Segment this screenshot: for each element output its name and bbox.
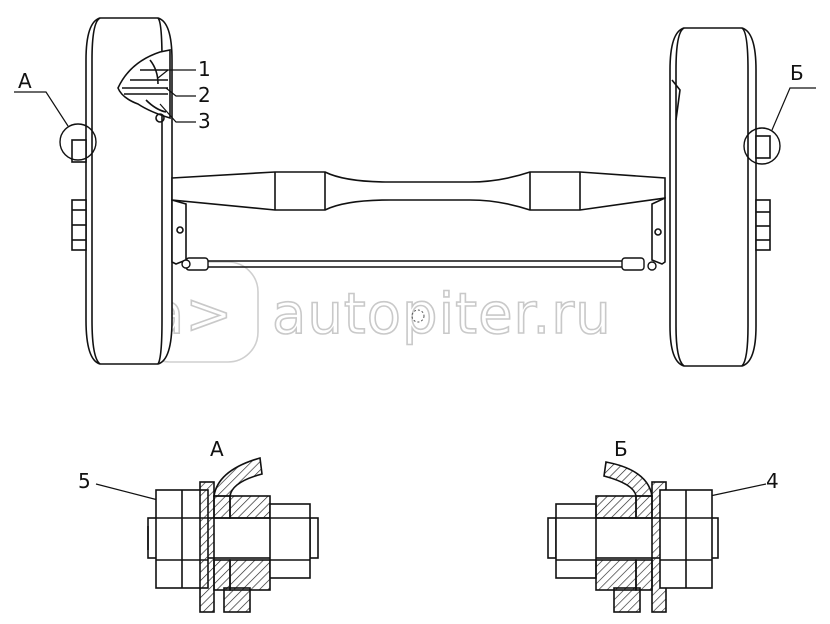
axle-beam bbox=[171, 171, 666, 265]
detail-circle-b bbox=[743, 127, 781, 165]
view-label-b-detail: Б bbox=[614, 437, 628, 461]
callout-1: 1 bbox=[198, 57, 211, 81]
tie-rod bbox=[181, 257, 657, 271]
left-wheel bbox=[71, 17, 173, 365]
leader-lines bbox=[14, 69, 816, 501]
callout-4: 4 bbox=[766, 469, 779, 493]
detail-view-a bbox=[147, 456, 319, 613]
detail-circle-a bbox=[59, 123, 97, 161]
watermark: a> autopiter.ru bbox=[139, 261, 612, 363]
view-label-a-top: А bbox=[18, 69, 32, 93]
center-mark bbox=[411, 309, 425, 323]
view-label-a-detail: А bbox=[210, 437, 224, 461]
callout-3: 3 bbox=[198, 109, 211, 133]
watermark-text: autopiter.ru bbox=[272, 282, 612, 347]
right-wheel bbox=[669, 27, 771, 367]
callout-2: 2 bbox=[198, 83, 211, 107]
detail-view-b bbox=[547, 461, 719, 613]
view-label-b-top: Б bbox=[790, 61, 804, 85]
callout-5: 5 bbox=[78, 469, 91, 493]
